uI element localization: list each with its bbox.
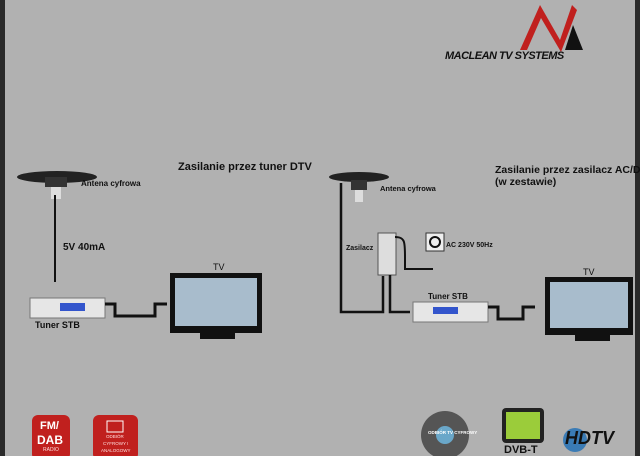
antenna-icon-left [17, 171, 97, 199]
tv-reception-badge [421, 411, 469, 456]
brand-text: MACLEAN TV SYSTEMS [445, 50, 564, 62]
fm-label: FM/ [40, 420, 59, 432]
radio-label: RADIO [43, 447, 59, 453]
hdtv-badge [563, 428, 587, 452]
right-tv-label: TV [583, 267, 595, 277]
analog-digital-badge [93, 415, 138, 456]
left-title: Zasilanie przez tuner DTV [178, 161, 312, 173]
tuner-stb-icon-left [29, 297, 106, 319]
antenna-icon-right [329, 172, 389, 202]
analog-line1: ODBIÓR [106, 434, 124, 439]
wall-socket-icon [425, 232, 445, 252]
left-antenna-label: Antena cyfrowa [81, 179, 141, 188]
right-title-line1: Zasilanie przez zasilacz AC/DC [495, 164, 640, 176]
tv-icon-left [170, 273, 262, 339]
dab-label: DAB [37, 433, 63, 447]
dvbt-badge [502, 408, 544, 443]
hdtv-label: HDTV [565, 428, 614, 448]
diagram-canvas: MACLEAN TV SYSTEMS Zasilanie przez tuner… [5, 0, 640, 456]
maclean-logo [520, 5, 583, 52]
dvbt-label: DVB-T [504, 444, 538, 456]
right-antenna-label: Antena cyfrowa [380, 184, 436, 193]
tv-badge-text: ODBIÓR TV CYFROWY [428, 430, 478, 435]
right-title-line2: (w zestawie) [495, 176, 557, 188]
right-tuner-label: Tuner STB [428, 292, 468, 301]
fm-dab-badge [32, 415, 70, 456]
analog-line3: ANALOGOWY [101, 448, 131, 453]
left-power-label: 5V 40mA [63, 242, 106, 253]
mains-label: AC 230V 50Hz [446, 242, 493, 249]
psu-label: Zasilacz [346, 245, 374, 252]
analog-line2: CYFROWY I [103, 441, 129, 446]
tv-icon-right [545, 277, 633, 341]
power-supply-icon [377, 232, 397, 276]
left-tuner-label: Tuner STB [35, 320, 80, 330]
tuner-stb-icon-right [412, 301, 489, 323]
left-tv-label: TV [213, 262, 225, 272]
diagram-graphics [17, 5, 633, 456]
